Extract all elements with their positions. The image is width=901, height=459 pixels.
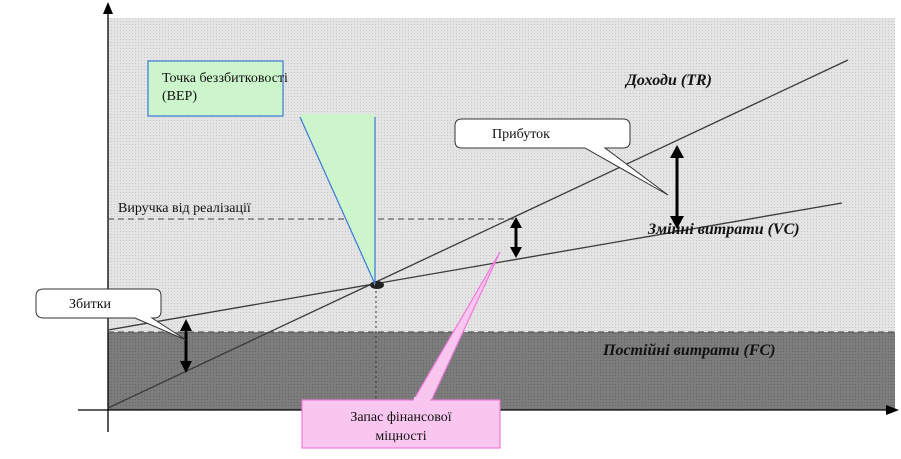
x-axis-arrow	[886, 405, 899, 415]
variable-costs-label: Змінні витрати (VC)	[647, 221, 800, 238]
bep-callout-line1: Точка беззбитковості	[162, 71, 288, 86]
costs-line	[107, 202, 843, 331]
profit-callout-text: Прибуток	[492, 127, 550, 142]
profit-arrow	[670, 145, 684, 229]
loss-arrow	[180, 319, 192, 373]
y-axis-arrow	[103, 2, 113, 14]
fixed-costs-area	[108, 332, 895, 410]
safety-margin-callout: Запас фінансової міцності	[301, 251, 501, 449]
sales-revenue-label: Виручка від реалізації	[118, 201, 251, 216]
fixed-costs-label: Постійні витрати (FC)	[602, 342, 776, 359]
loss-callout: Збитки	[35, 288, 187, 341]
profit-callout: Прибуток	[454, 118, 669, 196]
loss-callout-text: Збитки	[69, 297, 112, 312]
bep-point	[370, 281, 384, 289]
bep-callout-line2: (BEP)	[162, 89, 197, 104]
bep-callout: Точка беззбитковості (BEP)	[147, 60, 376, 286]
safety-callout-line1: Запас фінансової	[350, 410, 451, 425]
safety-callout-line2: міцності	[375, 429, 426, 444]
revenue-label: Доходи (TR)	[624, 72, 712, 89]
safety-margin-arrow	[510, 217, 522, 258]
revenue-line	[107, 59, 849, 409]
